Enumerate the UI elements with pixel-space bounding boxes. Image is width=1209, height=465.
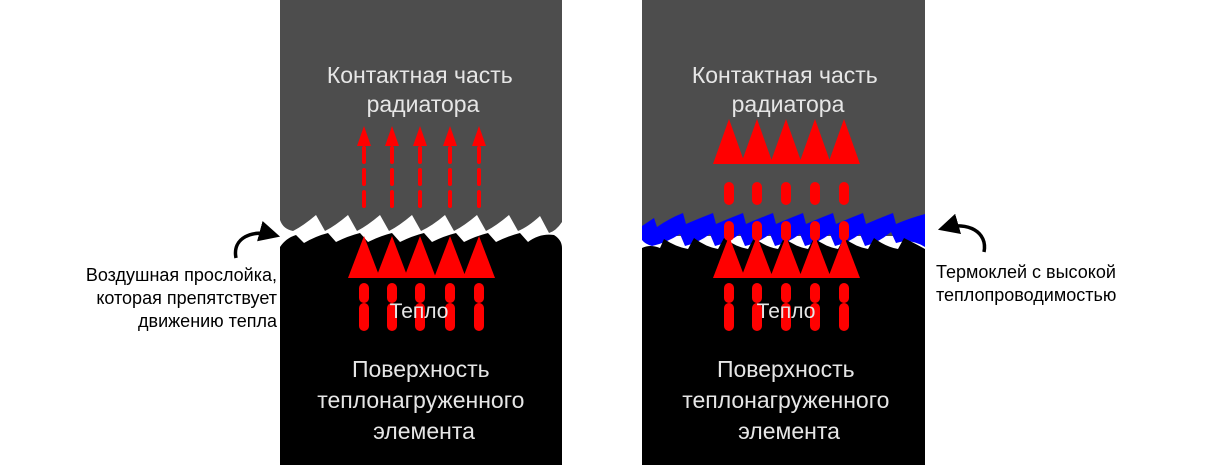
left-element-label-line-1: Поверхность — [352, 356, 490, 382]
left-radiator-block — [280, 0, 562, 233]
heat-arrow-head-4 — [434, 236, 466, 278]
right-heat-label: Тепло — [757, 300, 816, 323]
left-heat-label: Тепло — [390, 300, 449, 323]
heat-arrow-head-2 — [741, 236, 773, 278]
right-radiator-label-line-2: радиатора — [732, 91, 845, 117]
left-panel: Контактная часть радиатора Тепло Поверхн… — [233, 0, 562, 465]
right-thick-heat-arrows-top — [713, 119, 860, 241]
heat-arrow-head-5 — [828, 119, 860, 164]
right-annotation-line-2: теплопроводимостью — [936, 285, 1117, 305]
heat-arrow-head-4 — [799, 119, 831, 164]
heat-arrow-head-2 — [741, 119, 773, 164]
left-radiator-label-line-2: радиатора — [367, 91, 480, 117]
left-annotation-line-2: которая препятствует — [96, 288, 277, 308]
heat-arrow-head-2 — [385, 126, 399, 146]
heat-arrow-head-1 — [713, 119, 745, 164]
heat-arrow-head-2 — [376, 236, 408, 278]
left-thick-heat-arrows — [348, 236, 495, 331]
heat-arrow-head-3 — [404, 236, 436, 278]
heat-arrow-head-1 — [713, 236, 745, 278]
heat-arrow-head-5 — [472, 126, 486, 146]
right-annotation-line-1: Термоклей с высокой — [936, 262, 1116, 282]
left-radiator-label-line-1: Контактная часть — [327, 62, 513, 88]
left-annotation-line-1: Воздушная прослойка, — [85, 265, 277, 285]
left-element-label-line-3: элемента — [373, 418, 475, 444]
right-radiator-label: Контактная часть радиатора — [692, 62, 884, 117]
left-thin-heat-arrows — [357, 126, 486, 208]
right-curved-arrow-icon — [937, 213, 987, 253]
right-panel: Контактная часть радиатора Тепло Поверхн… — [642, 0, 987, 465]
heat-arrow-head-5 — [828, 236, 860, 278]
right-radiator-label-line-1: Контактная часть — [692, 62, 878, 88]
right-element-label: Поверхность теплонагруженного элемента — [682, 356, 896, 444]
heat-arrow-head-3 — [413, 126, 427, 146]
heat-arrow-head-4 — [443, 126, 457, 146]
right-element-label-line-3: элемента — [738, 418, 840, 444]
left-curved-arrow-icon — [233, 221, 281, 259]
left-element-label-line-2: теплонагруженного — [317, 387, 524, 413]
left-radiator-label: Контактная часть радиатора — [327, 62, 519, 117]
right-thick-heat-arrows-bottom — [713, 236, 860, 331]
right-element-label-line-2: теплонагруженного — [682, 387, 889, 413]
left-element-label: Поверхность теплонагруженного элемента — [317, 356, 531, 444]
heat-arrow-head-4 — [799, 236, 831, 278]
heat-arrow-head-3 — [770, 236, 802, 278]
heat-arrow-head-3 — [770, 119, 802, 164]
right-annotation: Термоклей с высокой теплопроводимостью — [936, 261, 1176, 307]
heat-arrow-head-1 — [348, 236, 380, 278]
left-annotation: Воздушная прослойка, которая препятствуе… — [37, 264, 277, 333]
heat-arrow-head-1 — [357, 126, 371, 146]
heat-arrow-head-5 — [463, 236, 495, 278]
left-element-block — [280, 233, 562, 465]
left-annotation-line-3: движению тепла — [138, 311, 277, 331]
right-element-label-line-1: Поверхность — [717, 356, 855, 382]
right-element-block — [642, 238, 925, 465]
